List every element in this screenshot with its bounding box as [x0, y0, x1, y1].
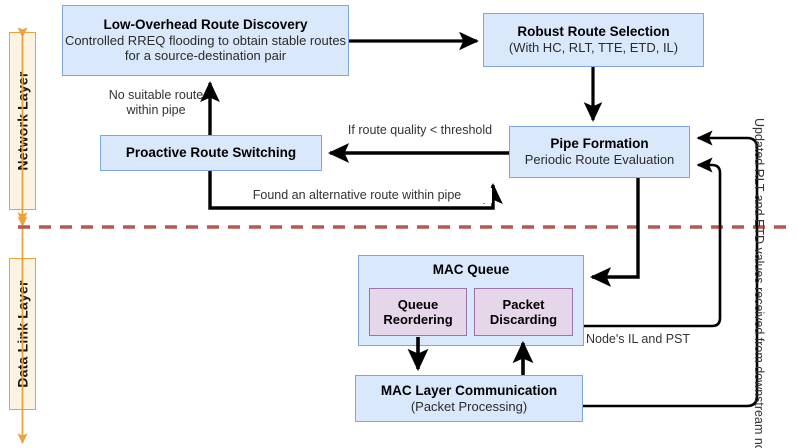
node-packet-discarding[interactable]: Packet Discarding [474, 288, 573, 336]
edge-maccomm-to-pipe-rlt-etd [583, 130, 759, 408]
edge-macqueue-to-pipe-il-pst [584, 157, 722, 328]
layer-band-datalink: Data Link Layer [9, 258, 36, 410]
edge-label-node-il-pst: Node's IL and PST [586, 332, 726, 347]
edge-label-found-alternative: Found an alternative route within pipe [222, 188, 492, 203]
edge-label-updated-rlt-etd: Updated RLT and ETD values received from… [752, 118, 766, 448]
node-route-switching-title: Proactive Route Switching [125, 145, 297, 161]
node-route-switching[interactable]: Proactive Route Switching [100, 135, 322, 171]
node-route-selection-title: Robust Route Selection [517, 24, 670, 40]
node-pipe-formation[interactable]: Pipe Formation Periodic Route Evaluation [509, 126, 690, 178]
layer-band-network: Network Layer [9, 32, 36, 210]
node-pipe-formation-sub: Periodic Route Evaluation [524, 152, 675, 168]
layer-label-network: Network Layer [14, 71, 31, 171]
node-route-selection-sub: (With HC, RLT, TTE, ETD, IL) [508, 40, 679, 56]
node-route-selection[interactable]: Robust Route Selection (With HC, RLT, TT… [483, 13, 704, 67]
node-mac-communication-title: MAC Layer Communication [380, 382, 558, 398]
node-mac-communication[interactable]: MAC Layer Communication (Packet Processi… [355, 375, 583, 422]
edge-label-no-suitable-route: No suitable route within pipe [108, 88, 204, 117]
node-route-discovery-title: Low-Overhead Route Discovery [103, 17, 308, 33]
node-queue-reordering-label: Queue Reordering [383, 296, 453, 327]
node-pipe-formation-title: Pipe Formation [550, 136, 649, 152]
layer-label-datalink: Data Link Layer [14, 280, 31, 388]
edge-pipe-to-macqueue [589, 178, 640, 287]
node-mac-communication-sub: (Packet Processing) [410, 398, 528, 414]
node-mac-queue-title: MAC Queue [432, 262, 510, 277]
node-queue-reordering[interactable]: Queue Reordering [369, 288, 467, 336]
node-packet-discarding-label: Packet Discarding [489, 296, 558, 327]
edge-label-route-quality: If route quality < threshold [332, 123, 508, 138]
node-route-discovery[interactable]: Low-Overhead Route Discovery Controlled … [62, 5, 349, 76]
node-route-discovery-sub: Controlled RREQ flooding to obtain stabl… [64, 33, 347, 64]
